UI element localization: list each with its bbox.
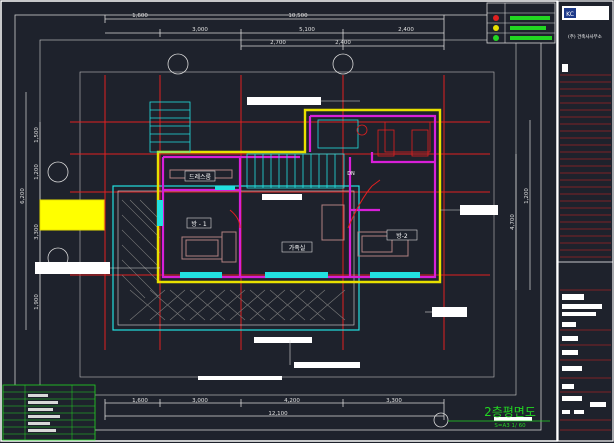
dim-top-inner-1: 2,700 — [270, 40, 286, 46]
dim-top-a: 3,000 — [192, 27, 208, 33]
dim-top-overall: 10,500 — [288, 13, 308, 19]
stair-dn-label: DN — [347, 171, 355, 177]
room-label-family: 가족실 — [289, 244, 306, 252]
drawing-title: 2층평면도 — [484, 405, 536, 419]
dim-bottom-a: 1,600 — [132, 398, 148, 404]
title-block: KC (주) 건축사사무소 — [557, 0, 614, 442]
drawing-border — [0, 0, 558, 442]
dim-top-c: 2,400 — [398, 27, 414, 33]
dim-right-b: 4,700 — [510, 214, 516, 230]
windows — [157, 186, 420, 278]
dim-right-a: 1,200 — [524, 188, 530, 204]
dim-left-overall: 6,200 — [20, 188, 26, 204]
dim-left-d: 1,900 — [34, 294, 40, 310]
revision-legend — [486, 2, 556, 44]
dim-bottom-c: 4,200 — [284, 398, 300, 404]
dim-bottom-b: 3,000 — [192, 398, 208, 404]
dim-top-b: 5,100 — [299, 27, 315, 33]
exterior-walls — [156, 108, 442, 284]
room-label-dress: 드레스룸 — [189, 173, 212, 181]
room-label-room1: 방 - 1 — [191, 220, 206, 228]
dim-top-left: 1,600 — [132, 13, 148, 19]
title-block-logo: KC — [566, 11, 574, 18]
callout-tags — [35, 97, 532, 421]
drawing-scale: S=A3 1/ 60 — [494, 423, 526, 429]
room-label-room2: 방-2 — [396, 232, 408, 240]
legend-yellow-block — [39, 199, 105, 231]
legend-table — [2, 384, 96, 441]
interior-walls — [161, 114, 437, 279]
stairs — [149, 101, 345, 189]
dim-bottom-d: 3,300 — [386, 398, 402, 404]
grid-bubbles — [47, 53, 354, 269]
dim-left-c: 3,300 — [34, 224, 40, 240]
title-block-office: (주) 건축사사무소 — [568, 33, 602, 40]
dim-left-b: 1,200 — [34, 164, 40, 180]
dim-top-inner-2: 2,400 — [335, 40, 351, 46]
dim-left-a: 1,500 — [34, 127, 40, 143]
dim-bottom-overall: 12,100 — [268, 411, 288, 417]
